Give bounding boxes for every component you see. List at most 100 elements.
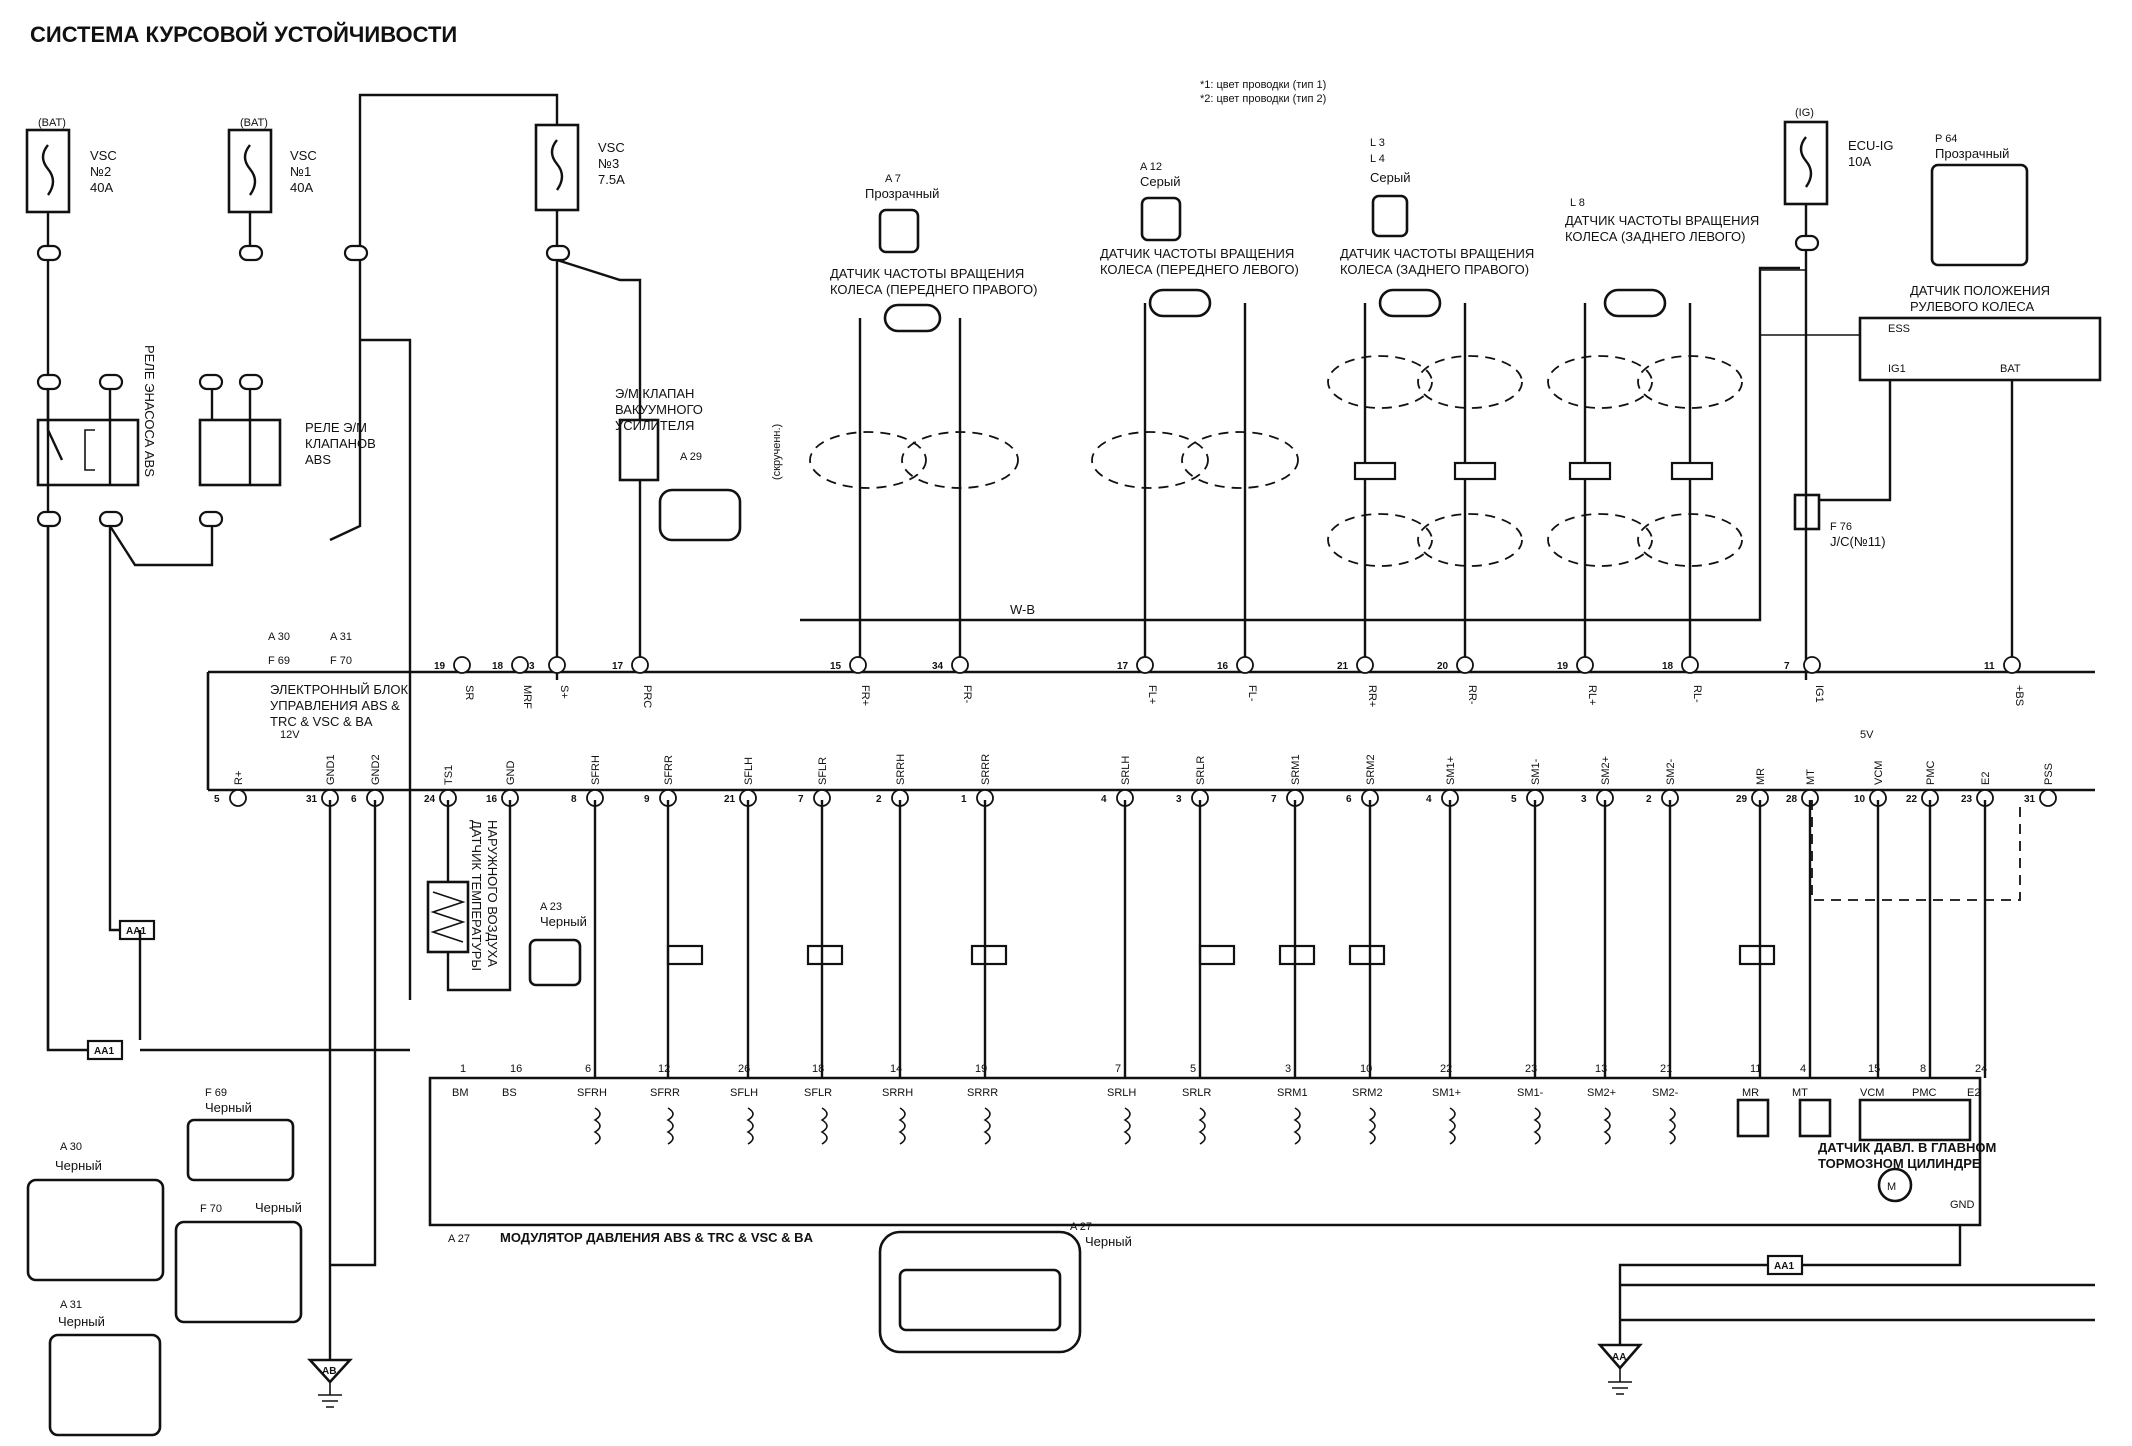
solenoid-coil [983,1107,991,1145]
modulator-terminal-number: 6 [585,1063,591,1075]
svg-text:(BAT): (BAT) [38,117,66,129]
ecu-bottom-pin-term: SFRR [663,755,675,785]
ecu-top-pin [1136,656,1154,674]
svg-text:НАРУЖНОГО ВОЗДУХА: НАРУЖНОГО ВОЗДУХА [485,820,500,967]
ecu-bottom-pin-number: 21 [724,794,736,805]
ecu-top-pin-number: 16 [1217,661,1229,672]
modulator-terminal-term: SM1- [1517,1087,1544,1099]
ecu-top-pin [1236,656,1254,674]
connector-f69: F 69 Черный [186,1087,295,1182]
svg-text:10A: 10A [1848,154,1871,169]
fuse-ecu-ig: (IG) ECU-IG 10A [1783,107,1894,206]
modulator-terminal-term: SFLR [804,1087,832,1099]
modulator-terminal-number: 4 [1800,1063,1806,1075]
ecu-top-pin [1356,656,1374,674]
svg-text:A 30: A 30 [60,1141,82,1153]
ecu-top-pin-term: FR- [961,685,973,704]
connector-a31: A 31 Черный [48,1299,162,1437]
ecu-top-pin-term: RR- [1466,685,1478,705]
modulator-terminal-term: SRRH [882,1087,913,1099]
modulator-terminal-term: SFRR [650,1087,680,1099]
diagram-title: СИСТЕМА КУРСОВОЙ УСТОЙЧИВОСТИ [30,22,457,47]
ecu-bottom-pin-number: 31 [306,794,318,805]
svg-text:L 3: L 3 [1370,137,1385,149]
modulator-terminal-number: 1 [460,1063,466,1075]
ecu-top-pin-number: 7 [1784,661,1790,672]
ecu-top-pin [849,656,867,674]
ecu-top-pin-number: 17 [612,661,624,672]
svg-text:A 31: A 31 [60,1299,82,1311]
ecu-bottom-pin-number: 28 [1786,794,1798,805]
ecu-bottom-pins: 5R+31GND16GND224TS116GND8SFRH9SFRR21SFLH… [214,754,2057,807]
ecu-bottom-pin-number: 7 [798,794,804,805]
svg-text:Прозрачный: Прозрачный [865,186,939,201]
ground-aa: AA [1597,1343,1643,1395]
solenoid-coil [1368,1107,1376,1145]
solenoid-coil [1123,1107,1131,1145]
ecu-top-pin [631,656,649,674]
modulator-terminal-term: E2 [1967,1087,1980,1099]
vacuum-valve: Э/М КЛАПАН ВАКУУМНОГО УСИЛИТЕЛЯ A 29 [615,386,742,542]
ecu-bottom-pin-term: MT [1805,769,1817,785]
ecu-bottom-pin-term: SM2+ [1600,756,1612,785]
ecu-bottom-pin-term: SRM2 [1365,754,1377,785]
svg-text:12V: 12V [280,729,300,741]
ecu-bottom-pin-term: SFLR [817,757,829,785]
svg-text:РУЛЕВОГО КОЛЕСА: РУЛЕВОГО КОЛЕСА [1910,299,2034,314]
ecu-top-pin-term: RL- [1691,685,1703,703]
ecu-bottom-pin-number: 5 [1511,794,1517,805]
svg-text:AB: AB [322,1366,336,1377]
svg-text:(IG): (IG) [1795,107,1814,119]
ecu-top-pin-term: RR+ [1366,685,1378,707]
twisted-label: (скрученн.) [771,424,783,480]
ecu-bottom-pin-number: 8 [571,794,577,805]
outside-temp-sensor: ДАТЧИК ТЕМПЕРАТУРЫ НАРУЖНОГО ВОЗДУХА A 2… [426,820,587,987]
ecu-bottom-pin-term: SFLH [743,757,755,785]
svg-text:F 69: F 69 [205,1087,227,1099]
svg-text:40A: 40A [90,180,113,195]
svg-text:Черный: Черный [1085,1234,1132,1249]
ecu-top-pin [1681,656,1699,674]
svg-text:ЭЛЕКТРОННЫЙ БЛОК: ЭЛЕКТРОННЫЙ БЛОК [270,682,409,697]
svg-text:Серый: Серый [1370,170,1410,185]
svg-text:Черный: Черный [55,1158,102,1173]
svg-text:A 12: A 12 [1140,161,1162,173]
ecu-top-pin-number: 19 [1557,661,1569,672]
ecu-top-pin-number: 3 [529,661,535,672]
svg-text:L 4: L 4 [1370,153,1385,165]
ecu-top-pin-term: SR [463,685,475,700]
solenoid-coil [820,1107,828,1145]
svg-text:VSC: VSC [90,148,117,163]
modulator-terminal-term: SM1+ [1432,1087,1461,1099]
ecu-top-pin-number: 21 [1337,661,1349,672]
svg-text:AA1: AA1 [94,1046,114,1057]
svg-text:ДАТЧИК ЧАСТОТЫ ВРАЩЕНИЯ: ДАТЧИК ЧАСТОТЫ ВРАЩЕНИЯ [1565,213,1759,228]
solenoid-coil [1668,1107,1676,1145]
svg-text:A 23: A 23 [540,901,562,913]
connector-f70: F 70 Черный [174,1200,303,1324]
ecu-bottom-pin-term: PMC [1925,761,1937,786]
ecu-bottom-pin-term: SRM1 [1290,754,1302,785]
ecu-bottom-pin-number: 7 [1271,794,1277,805]
ecu-top-pin-term: IG1 [1813,685,1825,703]
modulator-terminal-number: 16 [510,1063,522,1075]
svg-text:A 30: A 30 [268,631,290,643]
svg-text:ТОРМОЗНОМ ЦИЛИНДРЕ: ТОРМОЗНОМ ЦИЛИНДРЕ [1818,1156,1981,1171]
ecu-top-pin [1456,656,1474,674]
modulator-terminal-term: PMC [1912,1087,1937,1099]
ecu-top-pin-number: 18 [1662,661,1674,672]
ecu-bottom-pin-number: 9 [644,794,650,805]
ecu-bottom-pin-term: SRLH [1120,756,1132,785]
svg-text:Серый: Серый [1140,174,1180,189]
svg-text:P 64: P 64 [1935,133,1957,145]
ecu-bottom-pin-term: SRLR [1195,756,1207,785]
modulator-terminal-number: 3 [1285,1063,1291,1075]
modulator-terminal-term: SFRH [577,1087,607,1099]
ecu-abs-trc-vsc-ba: ЭЛЕКТРОННЫЙ БЛОК УПРАВЛЕНИЯ ABS & TRC & … [206,631,2095,792]
ecu-bottom-pin-term: SFRH [590,755,602,785]
svg-text:TRC & VSC & BA: TRC & VSC & BA [270,714,373,729]
ecu-top-pin [453,656,471,674]
modulator-terminal-term: VCM [1860,1087,1884,1099]
ecu-top-pin [548,656,566,674]
